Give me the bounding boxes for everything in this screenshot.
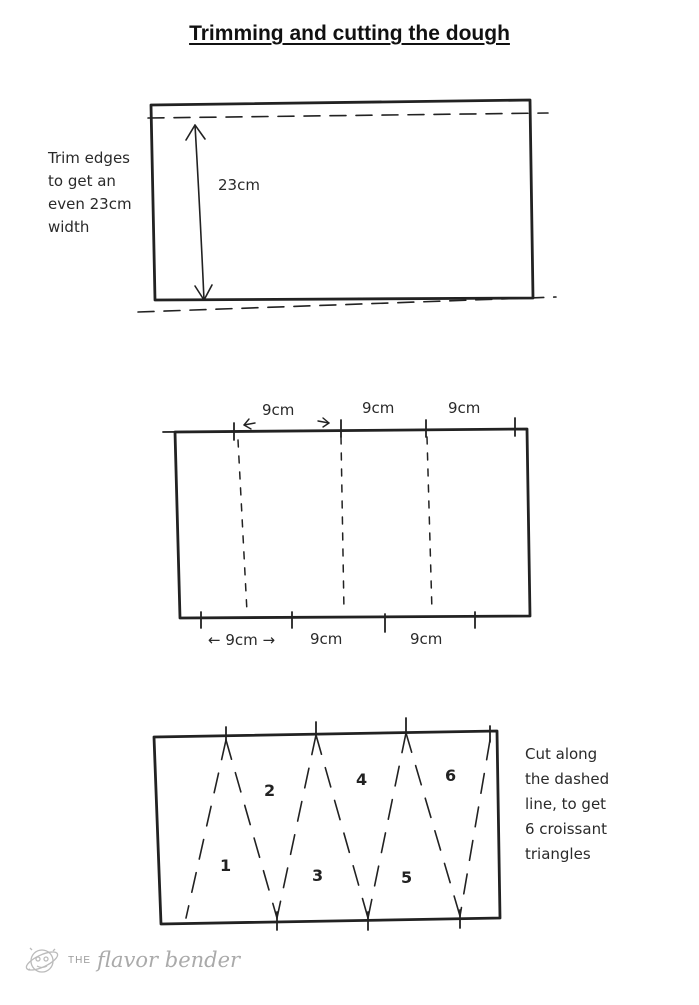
width-arrow [185,124,213,301]
bottom-strip-label: 9cm [310,630,343,648]
top-strip-label: 9cm [262,401,295,419]
top-strip-label: 9cm [362,399,395,417]
cut-note-line: 6 croissant [525,820,607,838]
logo-prefix: THE [68,954,91,966]
trim-note-line: to get an [48,172,116,190]
bottom-strip-label: ← 9cm → [208,631,276,649]
strips-dough-rectangle [162,417,532,633]
top-trim-dashed-line [147,112,549,119]
trim-note-line: even 23cm [48,195,132,213]
cut-note-line: triangles [525,845,591,863]
triangle-number: 3 [312,866,324,885]
triangle-number: 1 [220,856,232,875]
page-title: Trimming and cutting the dough [189,22,510,45]
bottom-strip-value: 9cm [225,631,258,649]
trim-note: Trim edges to get an even 23cm width [48,147,132,239]
bottom-trim-dashed-line [137,296,557,313]
trim-note-line: width [48,218,90,236]
cut-note-line: Cut along [525,745,598,763]
width-label: 23cm [218,176,260,194]
flavor-bender-logo-icon [25,947,59,973]
top-strip-label: 9cm [448,399,481,417]
triangle-number: 2 [264,781,276,800]
triangle-number: 4 [356,770,368,789]
triangles-dough-rectangle [152,717,502,931]
brand-logo: THE flavor bender [22,940,240,980]
triangle-number: 5 [401,868,413,887]
cut-note-line: the dashed [525,770,610,788]
cut-note-line: line, to get [525,795,607,813]
triangle-number: 6 [445,766,457,785]
bottom-strip-label: 9cm [410,630,443,648]
cut-note: Cut along the dashed line, to get 6 croi… [525,742,609,867]
logo-name: flavor bender [97,948,241,972]
trim-dough-rectangle [137,98,557,313]
trim-note-line: Trim edges [48,149,130,167]
